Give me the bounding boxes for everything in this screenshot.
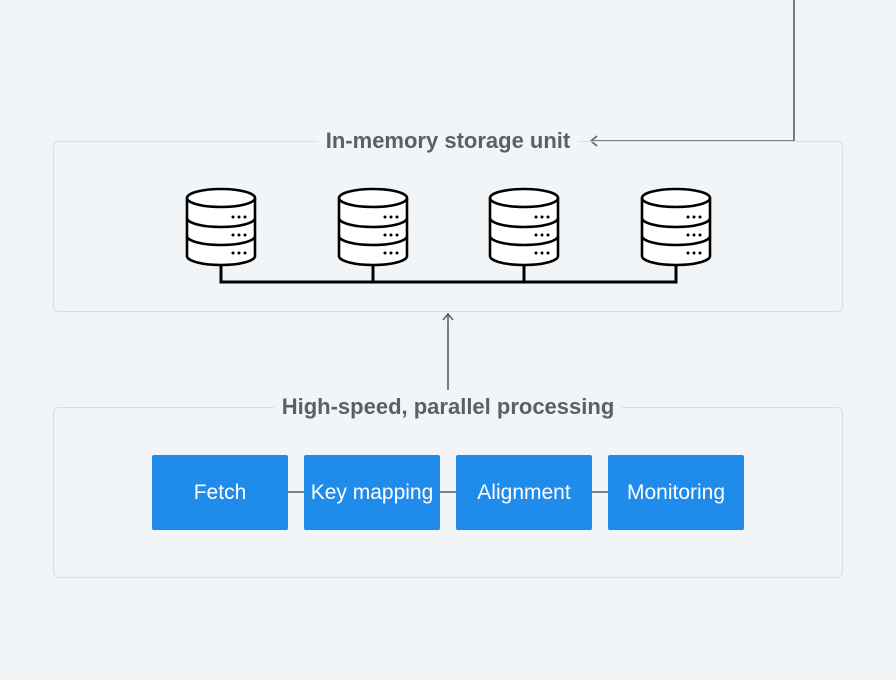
processing-title-wrap: High-speed, parallel processing [54,394,842,420]
processing-to-storage-arrowhead [442,312,454,321]
database-icon [640,187,712,267]
database-bus [219,266,678,284]
storage-title: In-memory storage unit [317,128,579,153]
database-icon [337,187,409,267]
database-icon [488,187,560,267]
incoming-feed-arrow [592,0,795,142]
step-key-mapping: Key mapping [304,455,440,530]
storage-unit-panel: In-memory storage unit [53,128,843,312]
step-monitoring: Monitoring [608,455,744,530]
step-alignment: Alignment [456,455,592,530]
step-label: Monitoring [626,480,726,504]
storage-title-wrap: In-memory storage unit [54,128,842,154]
step-label: Key mapping [310,480,434,504]
step-label: Fetch [193,480,247,504]
processing-title: High-speed, parallel processing [273,394,623,419]
step-label: Alignment [477,480,571,504]
bus-line [219,266,678,284]
step-fetch: Fetch [152,455,288,530]
database-icon [185,187,257,267]
processing-panel: High-speed, parallel processing [53,394,843,578]
